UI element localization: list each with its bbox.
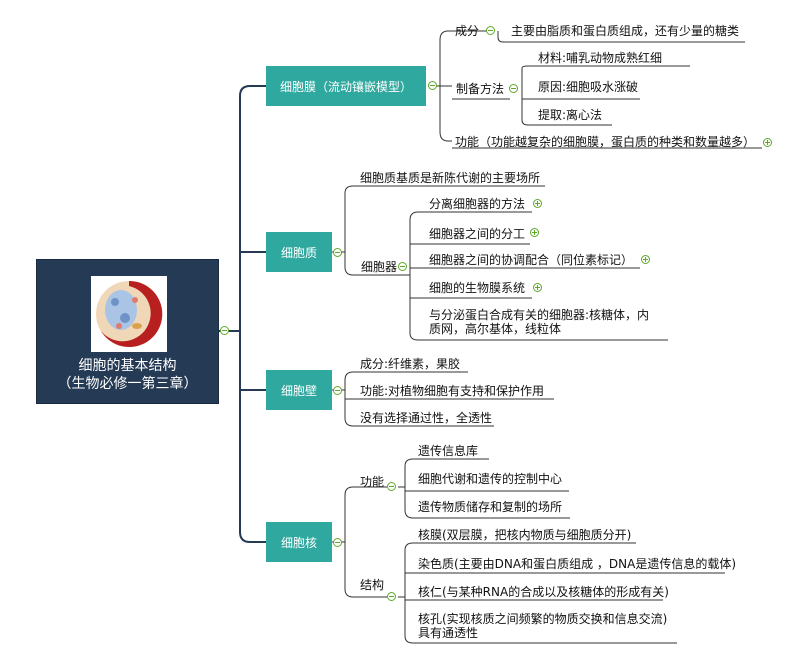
- organelle-label[interactable]: 细胞器: [361, 260, 398, 274]
- collapse-central-icon[interactable]: [220, 326, 229, 335]
- wall-item[interactable]: 成分:纤维素，果胶: [360, 357, 461, 371]
- branch-wall[interactable]: 细胞壁: [266, 370, 332, 410]
- central-topic[interactable]: 细胞的基本结构 （生物必修一第三章）: [36, 259, 219, 404]
- collapse-prep-icon[interactable]: [509, 84, 518, 93]
- organelle-item[interactable]: 分离细胞器的方法: [429, 197, 526, 211]
- organelle-item[interactable]: 细胞的生物膜系统: [429, 281, 526, 295]
- collapse-nucleus-structure-icon[interactable]: [387, 592, 396, 601]
- central-title: 细胞的基本结构: [78, 358, 177, 374]
- expand-organelle-item-icon[interactable]: [530, 228, 539, 237]
- membrane-composition-text[interactable]: 主要由脂质和蛋白质组成，还有少量的糖类: [511, 24, 740, 38]
- nucleus-structure-item[interactable]: 核膜(双层膜，把核内物质与细胞质分开): [418, 528, 632, 542]
- nucleus-pore-line2[interactable]: 具有通透性: [418, 626, 479, 640]
- expand-organelle-item-icon[interactable]: [641, 255, 650, 264]
- collapse-wall-icon[interactable]: [333, 386, 342, 395]
- nucleus-structure-item[interactable]: 核仁(与某种RNA的合成以及核糖体的形成有关): [418, 585, 669, 599]
- nucleus-function-item[interactable]: 遗传物质储存和复制的场所: [418, 500, 563, 514]
- prep-principle[interactable]: 原因:细胞吸水涨破: [538, 80, 639, 94]
- expand-organelle-item-icon[interactable]: [533, 283, 542, 292]
- nucleus-function-label[interactable]: 功能: [360, 475, 385, 489]
- central-subtitle: （生物必修一第三章）: [57, 376, 198, 392]
- branch-cytoplasm[interactable]: 细胞质: [266, 232, 332, 272]
- membrane-prep-label[interactable]: 制备方法: [456, 82, 505, 96]
- nucleus-function-item[interactable]: 遗传信息库: [418, 444, 479, 458]
- organelle-secretion-line1[interactable]: 与分泌蛋白合成有关的细胞器:核糖体，内: [429, 308, 650, 322]
- collapse-nucleus-icon[interactable]: [333, 538, 342, 547]
- cell-illustration-image: [91, 276, 167, 352]
- organelle-item[interactable]: 细胞器之间的分工: [429, 227, 526, 241]
- nucleus-pore-line1[interactable]: 核孔(实现核质之间频繁的物质交换和信息交流): [418, 612, 668, 626]
- wall-item[interactable]: 功能:对植物细胞有支持和保护作用: [360, 384, 545, 398]
- collapse-nucleus-function-icon[interactable]: [387, 482, 396, 491]
- prep-material[interactable]: 材料:哺乳动物成熟红细: [538, 51, 663, 65]
- expand-organelle-item-icon[interactable]: [533, 199, 542, 208]
- collapse-composition-icon[interactable]: [486, 26, 495, 35]
- branch-nucleus[interactable]: 细胞核: [266, 522, 332, 562]
- membrane-function-text[interactable]: 功能（功能越复杂的细胞膜，蛋白质的种类和数量越多）: [455, 135, 756, 149]
- cytoplasm-matrix-text[interactable]: 细胞质基质是新陈代谢的主要场所: [360, 171, 541, 185]
- expand-membrane-function-icon[interactable]: [763, 138, 772, 147]
- collapse-organelle-icon[interactable]: [398, 262, 407, 271]
- nucleus-structure-item[interactable]: 染色质(主要由DNA和蛋白质组成 ，DNA是遗传信息的载体): [418, 557, 737, 571]
- collapse-cytoplasm-icon[interactable]: [333, 248, 342, 257]
- wall-item[interactable]: 没有选择通过性，全透性: [360, 411, 493, 425]
- nucleus-function-item[interactable]: 细胞代谢和遗传的控制中心: [418, 472, 563, 486]
- prep-extraction[interactable]: 提取:离心法: [538, 108, 603, 122]
- membrane-composition-label[interactable]: 成分: [455, 24, 480, 38]
- collapse-membrane-icon[interactable]: [428, 81, 437, 90]
- organelle-secretion-line2[interactable]: 质网，高尔基体，线粒体: [429, 322, 562, 336]
- branch-membrane[interactable]: 细胞膜（流动镶嵌模型）: [266, 66, 426, 106]
- nucleus-structure-label[interactable]: 结构: [360, 578, 385, 592]
- organelle-item[interactable]: 细胞器之间的协调配合（同位素标记）: [429, 253, 634, 267]
